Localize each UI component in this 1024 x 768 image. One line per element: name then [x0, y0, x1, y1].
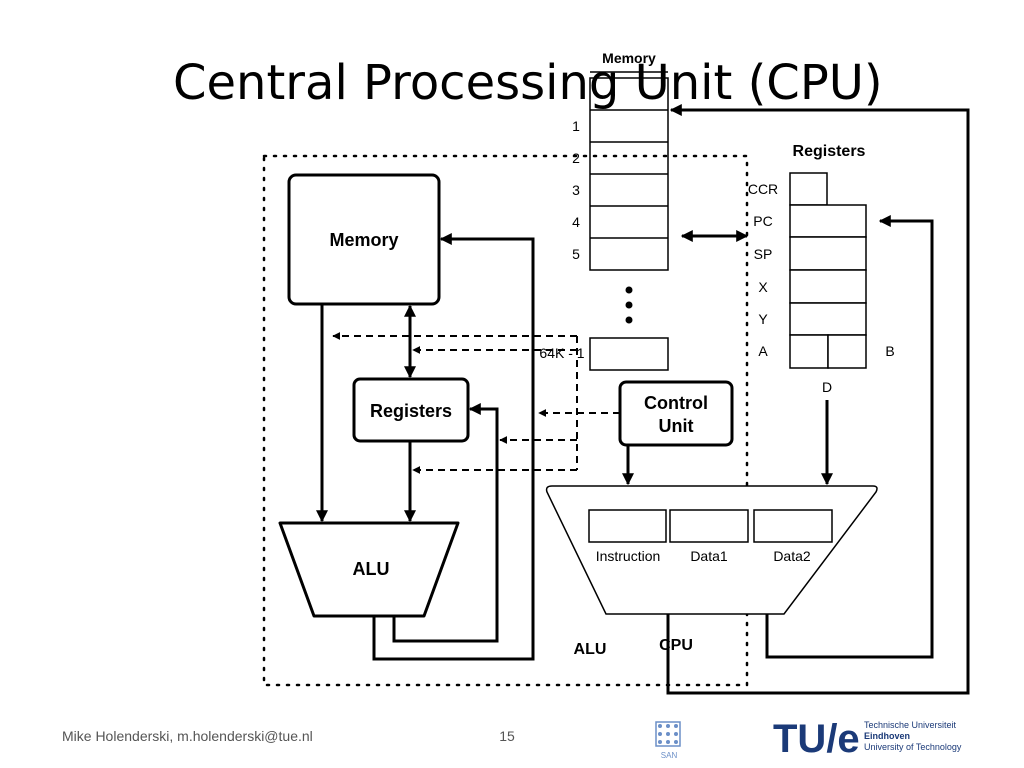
alu-to-registers-feedback: [765, 215, 934, 659]
alu-to-registers-path: [392, 403, 499, 643]
register-name: A: [758, 343, 768, 359]
data1-label: Data1: [690, 548, 728, 564]
register-b-label: B: [885, 343, 894, 359]
address-label: 3: [572, 182, 580, 198]
cpu-label: CPU: [659, 637, 693, 654]
control-unit-label-2: Unit: [659, 416, 694, 436]
ellipsis-dot: [625, 301, 633, 309]
memory-block-label: Memory: [329, 230, 398, 250]
address-label: 2: [572, 150, 580, 166]
a-register: [789, 334, 829, 369]
data2-field: [753, 509, 833, 543]
tue-logo-line3: University of Technology: [864, 742, 962, 752]
register-name: CCR: [748, 181, 778, 197]
pc-register: [789, 204, 867, 238]
y-register: [789, 302, 867, 336]
slide-title: Central Processing Unit (CPU): [173, 55, 883, 111]
alu-block-label: ALU: [353, 559, 390, 579]
memory-last-cell: [589, 337, 669, 371]
register-d-label: D: [822, 379, 832, 395]
tue-logo-line1: Technische Universiteit: [864, 720, 957, 730]
register-name: PC: [753, 213, 772, 229]
b-register: [827, 334, 867, 369]
ccr-register: [789, 172, 828, 206]
alu-block: [278, 521, 460, 618]
memory-map: Memory 1 2 3 4 5 64K - 1: [539, 50, 669, 371]
ellipsis-dot: [625, 316, 633, 324]
instruction-label: Instruction: [596, 548, 661, 564]
tue-logo-line2: Eindhoven: [864, 731, 910, 741]
registers-panel-title: Registers: [793, 143, 866, 160]
alu-to-memory-feedback: [666, 104, 970, 695]
data1-field: [669, 509, 749, 543]
control-unit-block: [618, 380, 734, 447]
page-number: 15: [499, 728, 515, 744]
alu-right-label: ALU: [574, 641, 607, 658]
address-label: 4: [572, 214, 580, 230]
ellipsis-dot: [625, 286, 633, 294]
register-name: SP: [754, 246, 773, 262]
address-label: 5: [572, 246, 580, 262]
sp-register: [789, 236, 867, 271]
address-label: 1: [572, 118, 580, 134]
control-unit-label-1: Control: [644, 393, 708, 413]
instruction-field: [588, 509, 667, 543]
footer-author: Mike Holenderski, m.holenderski@tue.nl: [62, 728, 313, 744]
data2-label: Data2: [773, 548, 811, 564]
register-name: X: [758, 279, 768, 295]
memory-block: [287, 173, 441, 306]
register-name: Y: [758, 311, 768, 327]
cpu-boundary: [262, 154, 749, 687]
san-logo: SAN: [655, 721, 681, 760]
alu-to-memory-path: [372, 233, 535, 661]
san-logo-text: SAN: [661, 751, 678, 760]
tue-logo: TU/e Technische Universiteit Eindhoven U…: [773, 717, 962, 761]
memory-map-title: Memory: [602, 50, 656, 66]
x-register: [789, 269, 867, 304]
registers-block-label: Registers: [370, 401, 452, 421]
tue-logo-mark: TU/e: [773, 717, 860, 761]
